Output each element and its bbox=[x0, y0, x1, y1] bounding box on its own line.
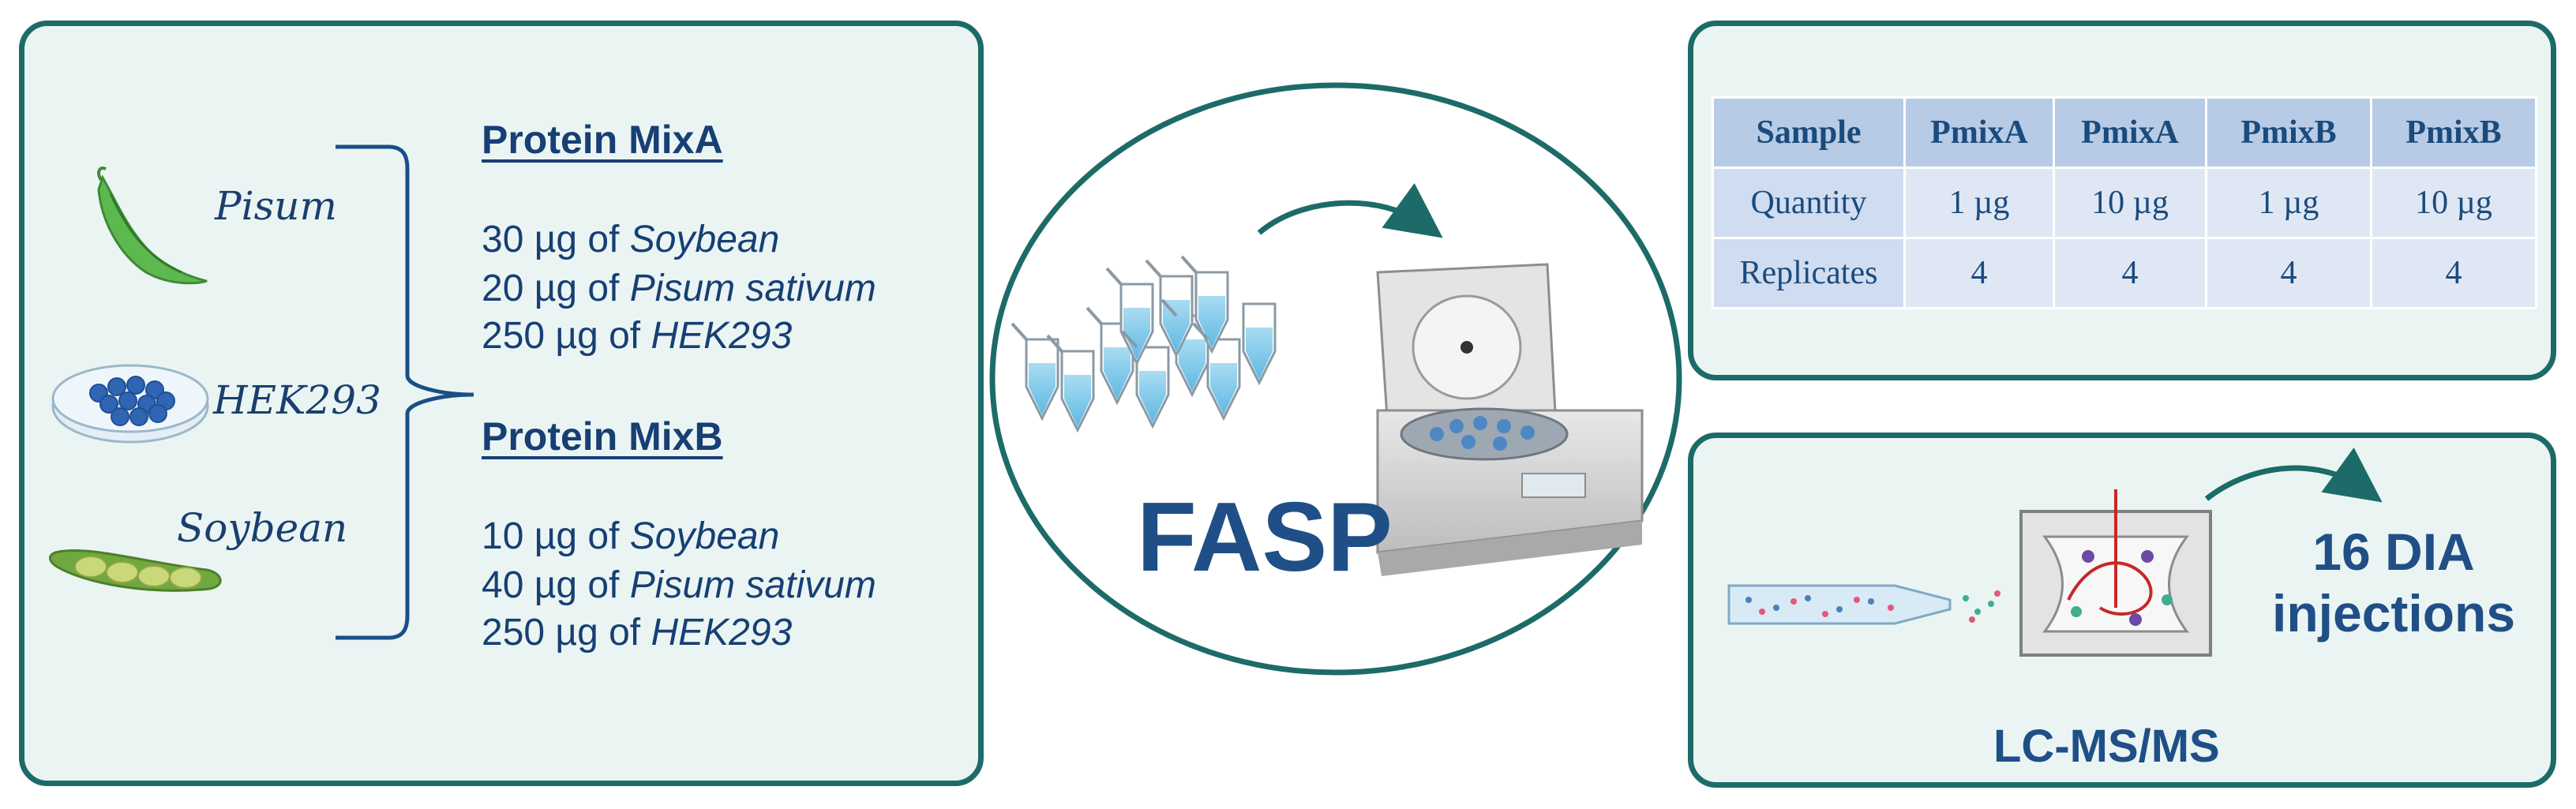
table-header-row: Sample PmixA PmixA PmixB PmixB bbox=[1712, 96, 2537, 169]
table-header-cell: PmixA bbox=[2053, 96, 2207, 169]
table-cell: 4 bbox=[1903, 237, 2055, 309]
injections-line-1: 16 DIA bbox=[2312, 522, 2475, 581]
table-cell: 4 bbox=[2370, 237, 2537, 309]
injections-label: 16 DIA injections bbox=[2272, 521, 2515, 644]
soybean-pod-icon bbox=[49, 549, 222, 592]
petri-dish-icon bbox=[51, 364, 209, 444]
fasp-label: FASP bbox=[1137, 483, 1393, 592]
mix-a-line-2: 20 µg of Pisum sativum bbox=[482, 268, 876, 309]
table-cell: 4 bbox=[2053, 237, 2207, 309]
sample-table: Sample PmixA PmixA PmixB PmixB Quantity … bbox=[1712, 96, 2537, 309]
table-row-label: Replicates bbox=[1712, 237, 1906, 309]
mix-a-line-1: 30 µg of Soybean bbox=[482, 219, 780, 260]
centrifuge-icon bbox=[1376, 263, 1644, 576]
table-cell: 10 µg bbox=[2053, 167, 2207, 239]
mix-b-line-3: 250 µg of HEK293 bbox=[482, 612, 793, 654]
grouping-bracket bbox=[336, 144, 474, 640]
table-cell: 1 µg bbox=[1903, 167, 2055, 239]
injection-arrow-icon bbox=[2204, 448, 2383, 503]
mix-a-line-3: 250 µg of HEK293 bbox=[482, 315, 793, 357]
table-row-label: Quantity bbox=[1712, 167, 1906, 239]
sample-tubes-icon bbox=[1011, 255, 1277, 433]
mass-spectrometer-icon bbox=[2019, 489, 2212, 657]
injections-line-2: injections bbox=[2272, 584, 2516, 642]
organism-label-soybean: Soybean bbox=[177, 505, 348, 551]
organism-label-pisum: Pisum bbox=[215, 183, 337, 229]
mix-a-title: Protein MixA bbox=[482, 118, 723, 162]
organism-label-hek293: HEK293 bbox=[213, 377, 381, 423]
lc-column-icon bbox=[1727, 584, 2000, 625]
table-header-cell: PmixB bbox=[2370, 96, 2537, 169]
table-row: Replicates 4 4 4 4 bbox=[1712, 237, 2537, 309]
process-arrow-icon bbox=[1257, 183, 1443, 238]
table-header-cell: PmixB bbox=[2205, 96, 2372, 169]
mix-b-line-1: 10 µg of Soybean bbox=[482, 515, 780, 557]
table-row: Quantity 1 µg 10 µg 1 µg 10 µg bbox=[1712, 167, 2537, 239]
table-cell: 1 µg bbox=[2205, 167, 2372, 239]
table-header-cell: PmixA bbox=[1903, 96, 2055, 169]
table-cell: 10 µg bbox=[2370, 167, 2537, 239]
lcms-label: LC-MS/MS bbox=[1993, 721, 2220, 772]
pea-pod-icon bbox=[97, 167, 208, 285]
mix-b-line-2: 40 µg of Pisum sativum bbox=[482, 564, 876, 606]
table-header-cell: Sample bbox=[1712, 96, 1906, 169]
table-cell: 4 bbox=[2205, 237, 2372, 309]
mix-b-title: Protein MixB bbox=[482, 414, 723, 459]
